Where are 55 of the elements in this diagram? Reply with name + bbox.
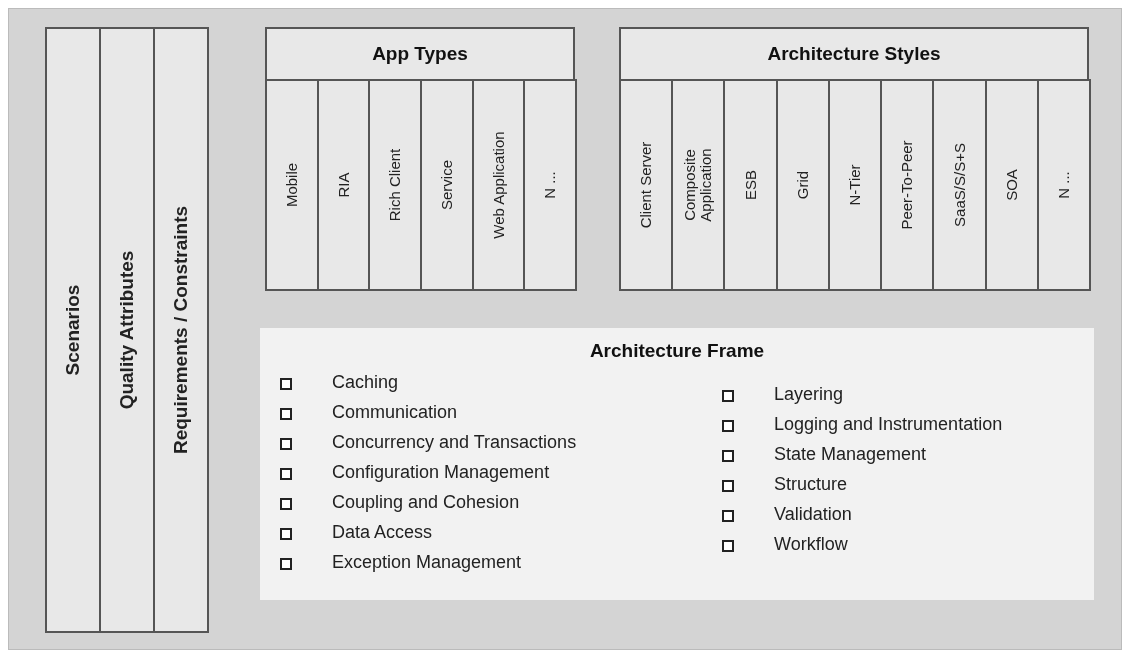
vertical-bar	[45, 27, 101, 633]
column-label: Client Server	[638, 141, 654, 229]
list-item: Structure	[774, 474, 848, 495]
column-cell	[880, 79, 934, 291]
column-label: Rich Client	[387, 148, 403, 222]
list-item: State Management	[774, 444, 927, 465]
column-label: SaaS/S/S+S	[951, 143, 968, 227]
column-label: Peer-To-Peer	[899, 140, 915, 230]
list-item: Validation	[774, 504, 852, 525]
list-item: Configuration Management	[332, 462, 550, 483]
column-cell	[932, 79, 987, 291]
list-item: Data Access	[332, 522, 433, 543]
column-cell	[1037, 79, 1091, 291]
column-cell	[523, 79, 577, 291]
column-label: RIA	[335, 172, 352, 198]
list-item: Workflow	[774, 534, 848, 555]
group-title: Architecture Styles	[766, 43, 942, 65]
vertical-bar	[99, 27, 155, 633]
column-cell	[317, 79, 370, 291]
group-box	[619, 27, 1089, 291]
list-item: Logging and Instrumentation	[774, 414, 1003, 435]
frame-heading: Architecture Frame	[588, 340, 766, 362]
column-label: Requirements / Constraints	[171, 205, 191, 455]
column-label: Composite Application	[682, 147, 714, 224]
list-item: Coupling and Cohesion	[332, 492, 520, 513]
list-item: Communication	[332, 402, 458, 423]
column-label: Mobile	[284, 162, 300, 208]
column-label: Service	[439, 160, 455, 210]
column-label: N ...	[1056, 171, 1072, 199]
vertical-bar	[153, 27, 209, 633]
group-box	[265, 27, 575, 291]
list-item: Concurrency and Transactions	[332, 432, 577, 453]
list-item: Caching	[332, 372, 399, 393]
column-label: Grid	[795, 170, 811, 200]
list-item: Layering	[774, 384, 844, 405]
column-cell	[985, 79, 1039, 291]
column-label: SOA	[1004, 169, 1020, 201]
column-cell	[265, 79, 319, 291]
column-cell	[776, 79, 830, 291]
column-label: Scenarios	[63, 284, 83, 376]
column-cell	[420, 79, 474, 291]
column-label: ESB	[742, 170, 759, 200]
frame-panel	[260, 328, 1094, 600]
list-item: Exception Management	[332, 552, 522, 573]
column-cell	[472, 79, 525, 291]
column-cell	[619, 79, 673, 291]
group-title: App Types	[371, 43, 469, 65]
column-label: Quality Attributes	[117, 250, 137, 410]
column-cell	[723, 79, 778, 291]
column-label: N-Tier	[847, 164, 863, 206]
column-cell	[671, 79, 725, 291]
column-cell	[368, 79, 422, 291]
column-label: Web Application	[490, 130, 507, 240]
column-label: N ...	[542, 171, 558, 199]
column-cell	[828, 79, 882, 291]
